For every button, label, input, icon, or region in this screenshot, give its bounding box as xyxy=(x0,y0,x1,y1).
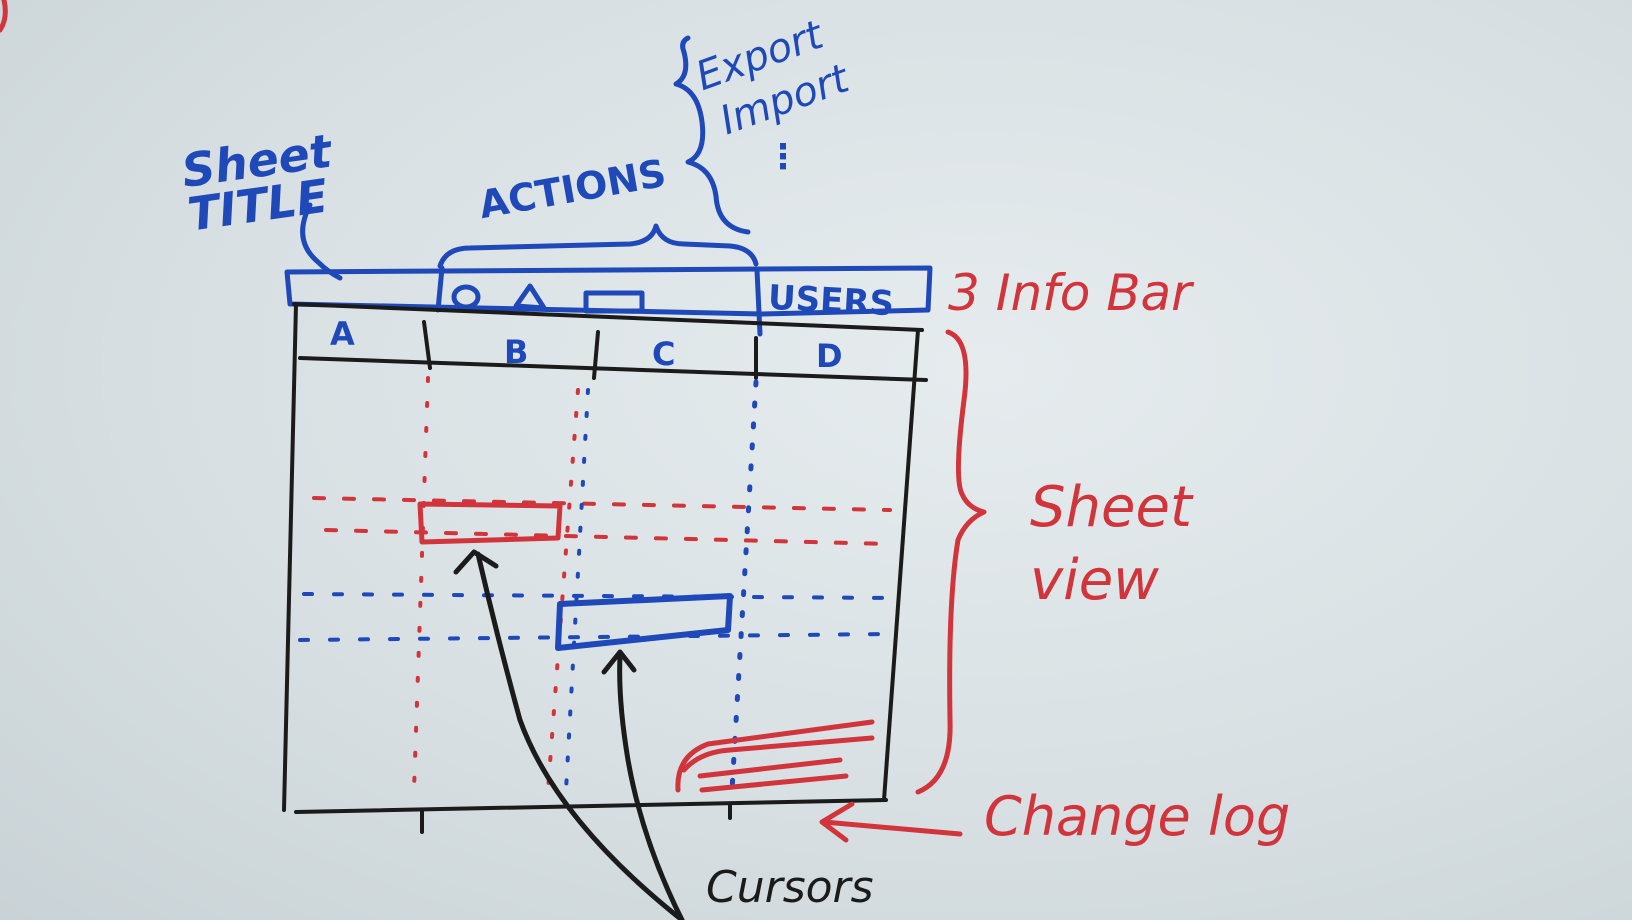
change-log-label: Change log xyxy=(984,785,1291,848)
circle-icon xyxy=(451,284,481,310)
blue-guide-vertical-right xyxy=(729,379,759,793)
sheet-view-label: Sheet view xyxy=(1030,475,1192,613)
column-divider-ab xyxy=(422,320,432,370)
triangle-icon xyxy=(513,283,547,311)
column-header-d: D xyxy=(816,337,843,375)
info-bar-divider-left xyxy=(435,265,445,313)
red-guide-vertical-left xyxy=(412,376,430,792)
sheet-title-pointer xyxy=(300,202,343,281)
change-log-scribble xyxy=(675,719,875,793)
column-header-line xyxy=(298,356,928,382)
actions-brace xyxy=(437,223,759,269)
cursor-arrow-blue xyxy=(601,649,685,920)
blue-guide-horizontal-top xyxy=(302,592,900,600)
grid-right-line xyxy=(882,328,920,802)
more-menu-item: ⋮ xyxy=(766,137,800,177)
users-label: USERS xyxy=(767,277,895,325)
red-guide-horizontal-bottom xyxy=(324,528,892,546)
column-divider-bc xyxy=(592,330,600,380)
cursors-label: Cursors xyxy=(706,862,874,913)
blue-guide-vertical-left xyxy=(564,388,590,792)
corner-mark xyxy=(0,0,8,33)
column-header-c: C xyxy=(652,335,676,373)
blue-cursor-cell xyxy=(555,593,733,651)
info-bar xyxy=(284,265,933,317)
grid-bottom-line xyxy=(294,798,888,814)
change-log-arrow xyxy=(819,801,963,843)
blue-guide-horizontal-bottom xyxy=(298,632,892,642)
export-import-brace xyxy=(673,35,751,235)
grid-left-line xyxy=(282,302,298,812)
column-header-a: A xyxy=(330,315,355,353)
column-header-b: B xyxy=(504,333,529,371)
red-guide-horizontal-top xyxy=(312,496,892,512)
sheet-view-brace xyxy=(915,329,987,795)
red-guide-vertical-right xyxy=(546,388,580,792)
info-bar-label: 3 Info Bar xyxy=(948,264,1192,322)
grid-top-line xyxy=(292,302,924,332)
cursor-arrow-red xyxy=(453,549,685,920)
red-cursor-cell xyxy=(417,501,563,545)
rectangle-icon xyxy=(583,290,645,314)
